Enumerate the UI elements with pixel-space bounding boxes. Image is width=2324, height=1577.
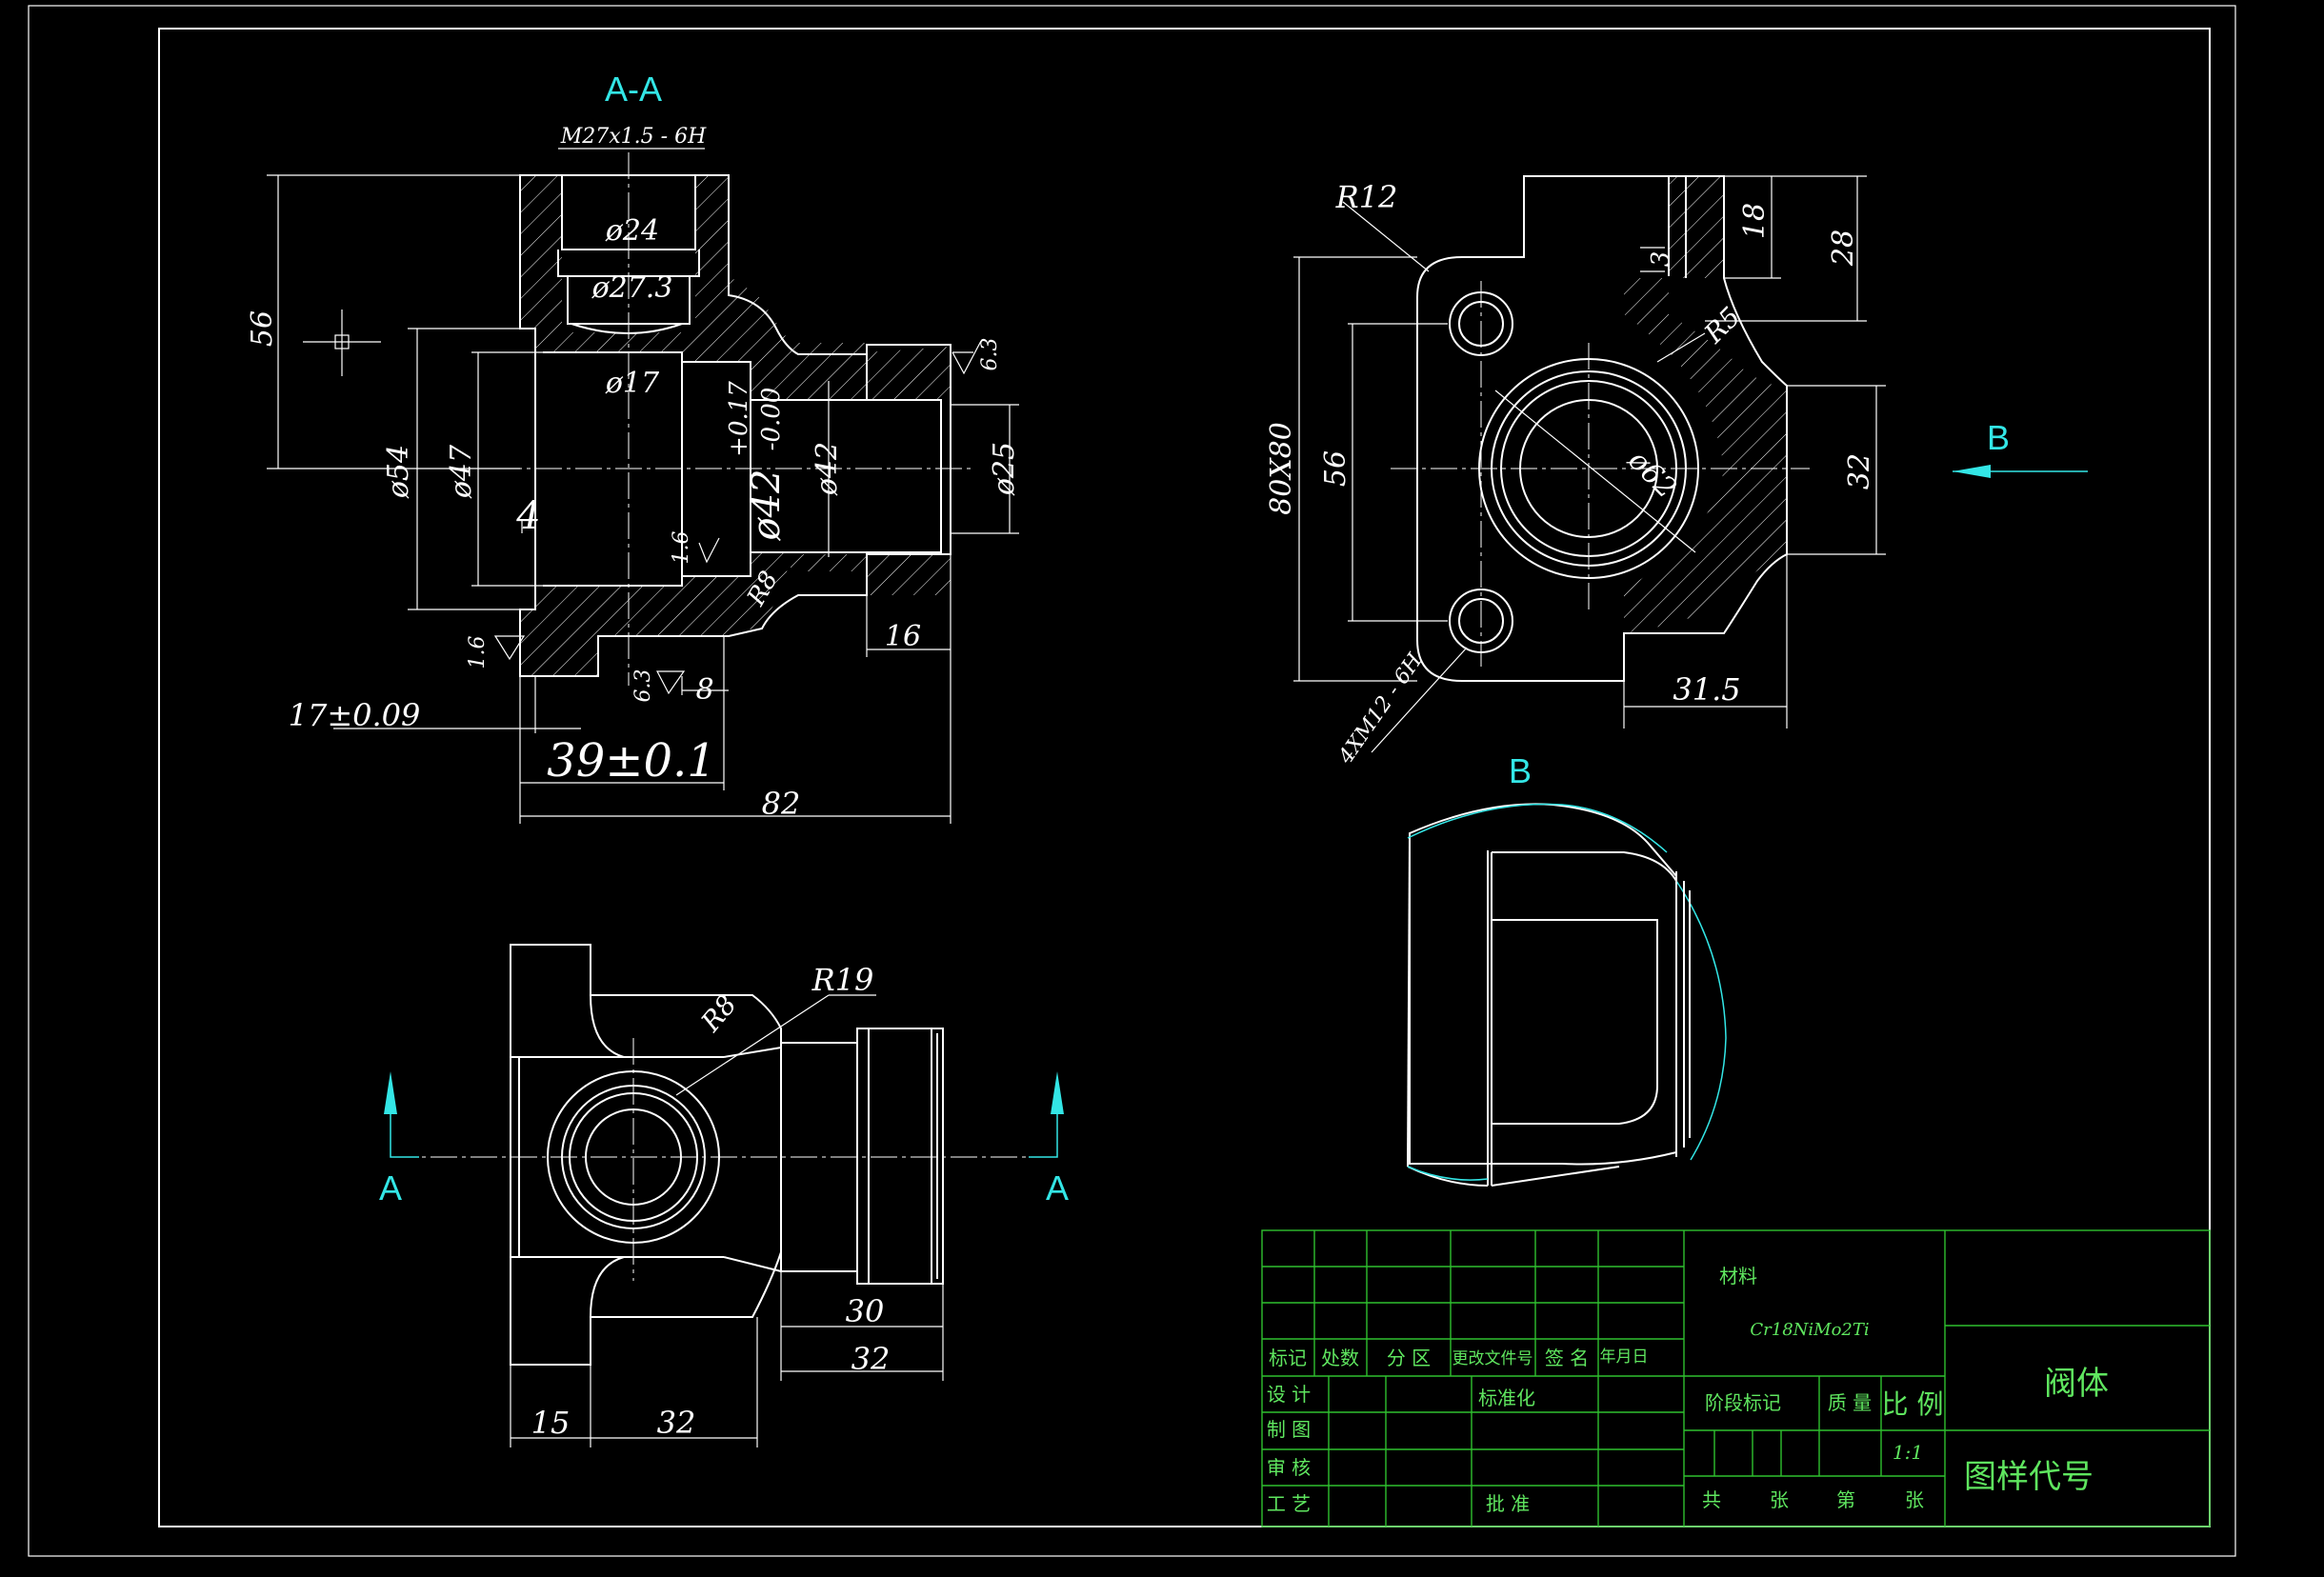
hdr-count: 处数 bbox=[1321, 1347, 1359, 1369]
part-name: 阀体 bbox=[2044, 1365, 2109, 1403]
roughness-6-3-a: 6.3 bbox=[978, 338, 1002, 371]
sheets-di: 第 bbox=[1836, 1488, 1855, 1511]
roughness-6-3-b: 6.3 bbox=[631, 669, 655, 703]
section-label: A-A bbox=[605, 70, 662, 109]
sheets-zhang1: 张 bbox=[1770, 1488, 1789, 1511]
dim-d27-3: ø27.3 bbox=[591, 271, 673, 305]
aux-view-b: B bbox=[1407, 751, 1727, 1187]
role-process: 工 艺 bbox=[1267, 1492, 1311, 1515]
role-draft: 制 图 bbox=[1267, 1418, 1311, 1441]
drawing-code-label: 图样代号 bbox=[1964, 1458, 2094, 1496]
side-view: B R12 R5 ø62 80X80 56 32 18 28 3 31.5 4X… bbox=[1265, 175, 2088, 769]
title-block: 材料 Cr18NiMo2Ti 阀体 图样代号 标记 处数 分 区 更改文件号 签… bbox=[1261, 1229, 2211, 1527]
dim-r19: R19 bbox=[811, 962, 874, 998]
view-arrow-b: B bbox=[1987, 418, 2010, 457]
dim-18: 18 bbox=[1738, 203, 1772, 239]
dim-d42: ø42 bbox=[811, 442, 844, 496]
hdr-zone: 分 区 bbox=[1387, 1347, 1431, 1369]
role-approve: 批 准 bbox=[1486, 1492, 1530, 1515]
dim-32-top-a: 32 bbox=[851, 1341, 891, 1377]
hdr-change-doc: 更改文件号 bbox=[1452, 1349, 1533, 1368]
dim-30: 30 bbox=[846, 1293, 885, 1329]
hdr-date: 年月日 bbox=[1600, 1347, 1649, 1367]
aux-view-label: B bbox=[1509, 751, 1532, 790]
dim-d24: ø24 bbox=[605, 214, 659, 248]
sheets-zhang2: 张 bbox=[1905, 1488, 1924, 1511]
dim-r12: R12 bbox=[1335, 179, 1398, 215]
dim-holes: 4XM12 - 6H bbox=[1333, 649, 1428, 769]
hdr-mark: 标记 bbox=[1269, 1347, 1307, 1369]
stage-mark: 阶段标记 bbox=[1705, 1391, 1781, 1414]
dim-8: 8 bbox=[695, 673, 713, 707]
scale-label: 比 例 bbox=[1882, 1388, 1944, 1420]
cut-label-a-right: A bbox=[1046, 1168, 1069, 1208]
dim-82: 82 bbox=[762, 786, 801, 822]
side-hatch-right bbox=[1624, 314, 1787, 633]
role-std: 标准化 bbox=[1478, 1387, 1535, 1409]
dim-31-5: 31.5 bbox=[1673, 671, 1740, 708]
dim-16: 16 bbox=[885, 620, 921, 653]
dim-d47: ø47 bbox=[445, 444, 478, 499]
section-hatch-lower bbox=[520, 533, 951, 676]
dim-d42-large: ø42 bbox=[745, 469, 789, 542]
inner-border bbox=[158, 28, 2211, 1527]
sheets-total: 共 bbox=[1702, 1488, 1721, 1511]
dim-d25: ø25 bbox=[988, 442, 1021, 496]
dim-32-side: 32 bbox=[1843, 453, 1876, 489]
roughness-1-6-a: 1.6 bbox=[466, 636, 490, 669]
role-design: 设 计 bbox=[1267, 1383, 1311, 1406]
hdr-sign: 签 名 bbox=[1545, 1347, 1589, 1369]
dim-d54: ø54 bbox=[382, 445, 415, 499]
weight-label: 质 量 bbox=[1828, 1391, 1872, 1414]
section-outline bbox=[519, 174, 952, 677]
outer-border bbox=[28, 5, 2236, 1557]
cut-label-a-left: A bbox=[379, 1168, 402, 1208]
dim-39: 39±0.1 bbox=[547, 734, 716, 788]
side-hatch-upper bbox=[1624, 176, 1724, 352]
dim-d17: ø17 bbox=[605, 367, 660, 400]
section-view-a-a: A-A M27x1.5 - 6H ø24 ø27.3 ø17 56 ø54 ø4… bbox=[246, 70, 1021, 824]
dim-56-side: 56 bbox=[1319, 450, 1352, 487]
dim-17: 17±0.09 bbox=[289, 697, 421, 733]
dim-d62: ø62 bbox=[1621, 443, 1683, 505]
dim-d42-tol-lower: -0.00 bbox=[757, 388, 786, 451]
material-label: 材料 bbox=[1719, 1265, 1757, 1288]
roughness-1-6-b: 1.6 bbox=[670, 531, 693, 565]
dim-28: 28 bbox=[1827, 230, 1860, 267]
dim-h56: 56 bbox=[246, 310, 279, 347]
scale-value: 1:1 bbox=[1893, 1441, 1923, 1464]
material-value: Cr18NiMo2Ti bbox=[1750, 1320, 1869, 1340]
side-outline bbox=[1416, 175, 1788, 682]
thread-callout: M27x1.5 - 6H bbox=[560, 125, 707, 149]
dim-15: 15 bbox=[531, 1405, 571, 1441]
dim-80x80: 80X80 bbox=[1265, 422, 1298, 515]
top-view: A A R19 R8 30 32 15 32 bbox=[379, 944, 1069, 1447]
dim-r8-top: R8 bbox=[694, 988, 743, 1038]
dim-d42-tol-upper: +0.17 bbox=[725, 381, 753, 457]
dim-32-top-b: 32 bbox=[657, 1405, 696, 1441]
dim-4: 4 bbox=[515, 494, 540, 538]
dim-3: 3 bbox=[1647, 251, 1675, 268]
role-check: 审 核 bbox=[1267, 1456, 1311, 1479]
